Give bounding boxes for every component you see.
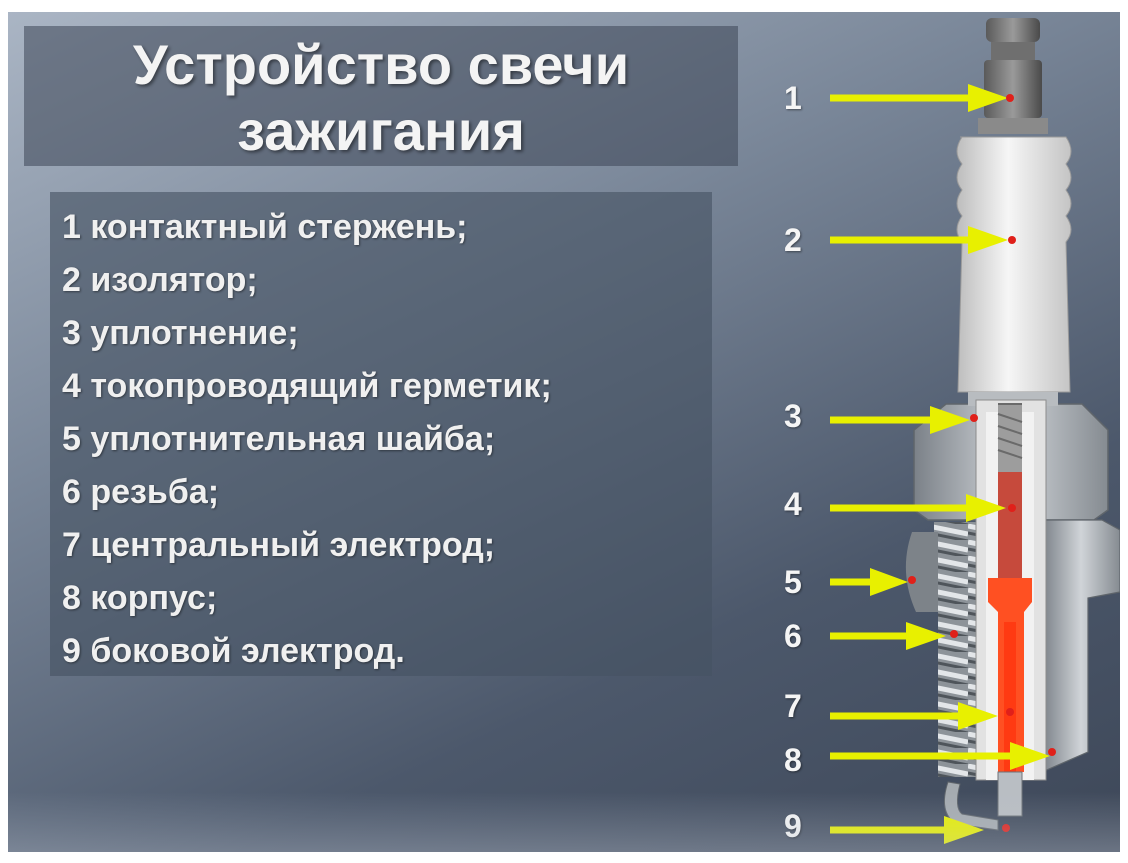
callout-number-3: 3: [784, 398, 802, 434]
conductive-core: [988, 472, 1032, 772]
legend-item-6: 6 резьба;: [62, 473, 220, 511]
arrow-5: [830, 568, 916, 596]
callout-number-7: 7: [784, 688, 802, 724]
arrow-7: [830, 702, 1014, 730]
thread: [905, 522, 982, 777]
callout-number-6: 6: [784, 618, 802, 654]
arrow-3: [830, 406, 978, 434]
terminal-nut: [978, 18, 1048, 134]
electrodes: [943, 771, 1023, 831]
legend-item-5: 5 уплотнительная шайба;: [62, 420, 496, 458]
page-title: Устройство свечи зажигания: [24, 32, 738, 164]
callout-number-5: 5: [784, 564, 802, 600]
legend-item-9: 9 боковой электрод.: [62, 632, 405, 670]
callout-number-1: 1: [784, 80, 802, 116]
callout-number-8: 8: [784, 742, 802, 778]
title-line-1: Устройство свечи: [132, 33, 630, 96]
insulator: [956, 136, 1072, 393]
legend-item-1: 1 контактный стержень;: [62, 208, 468, 246]
callout-number-4: 4: [784, 486, 802, 522]
arrow-4: [830, 494, 1016, 522]
legend-item-4: 4 токопроводящий герметик;: [62, 367, 552, 405]
callout-number-2: 2: [784, 222, 802, 258]
arrow-6: [830, 622, 958, 650]
arrow-8: [830, 742, 1056, 770]
title-panel: Устройство свечи зажигания: [24, 26, 738, 166]
legend-panel: 1 контактный стержень; 2 изолятор; 3 упл…: [50, 192, 712, 676]
spark-plug-diagram: [830, 18, 1120, 844]
legend-item-7: 7 центральный электрод;: [62, 526, 496, 564]
arrow-1: [830, 84, 1014, 112]
title-line-2: зажигания: [237, 99, 525, 162]
plug-body: [1041, 519, 1120, 773]
legend-item-8: 8 корпус;: [62, 579, 218, 617]
legend-item-3: 3 уплотнение;: [62, 314, 299, 352]
slide-background: Устройство свечи зажигания 1 контактный …: [8, 12, 1120, 852]
arrow-9: [830, 816, 1010, 844]
callout-number-9: 9: [784, 808, 802, 844]
arrow-2: [830, 226, 1016, 254]
legend-item-2: 2 изолятор;: [62, 261, 258, 299]
